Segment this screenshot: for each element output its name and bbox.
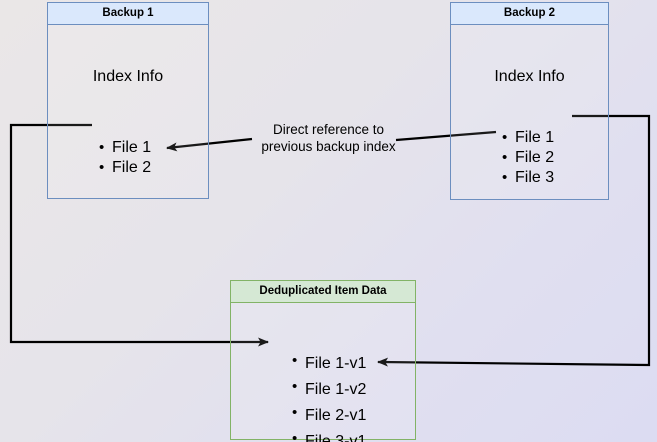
edge-label-line-1: Direct reference to — [272, 122, 385, 137]
list-item: File 2 — [502, 148, 554, 168]
list-item: File 1-v2 — [292, 377, 366, 403]
list-item: File 2-v1 — [292, 403, 366, 429]
list-item: File 1-v1 — [292, 351, 366, 377]
list-item: File 1 — [99, 138, 151, 158]
backup-2-file-list: File 1 File 2 File 3 — [499, 128, 554, 188]
node-deduplicated-item-data-header: Deduplicated Item Data — [230, 280, 416, 303]
backup-1-index-info-label: Index Info — [92, 68, 164, 85]
backup-2-index-info-label: Index Info — [494, 68, 565, 85]
list-item: File 2 — [99, 158, 151, 178]
node-backup-2[interactable]: Backup 2 Index Info File 1 File 2 File 3 — [450, 2, 609, 200]
backup-1-file-list: File 1 File 2 — [96, 138, 151, 178]
node-backup-2-body: Index Info File 1 File 2 File 3 — [450, 25, 609, 200]
edge-label-direct-reference: Direct reference to previous backup inde… — [246, 121, 411, 155]
node-backup-1-body: Index Info File 1 File 2 — [47, 25, 209, 199]
deduplicated-file-list: File 1-v1 File 1-v2 File 2-v1 File 3-v1 — [289, 351, 366, 442]
edge-label-line-2: previous backup index — [261, 139, 396, 154]
node-backup-2-header: Backup 2 — [450, 2, 609, 25]
node-backup-1[interactable]: Backup 1 Index Info File 1 File 2 — [47, 2, 209, 199]
node-deduplicated-item-data-body: File 1-v1 File 1-v2 File 2-v1 File 3-v1 — [230, 303, 416, 442]
list-item: File 3 — [502, 168, 554, 188]
node-backup-1-header: Backup 1 — [47, 2, 209, 25]
node-deduplicated-item-data[interactable]: Deduplicated Item Data File 1-v1 File 1-… — [230, 280, 416, 442]
list-item: File 1 — [502, 128, 554, 148]
list-item: File 3-v1 — [292, 429, 366, 442]
